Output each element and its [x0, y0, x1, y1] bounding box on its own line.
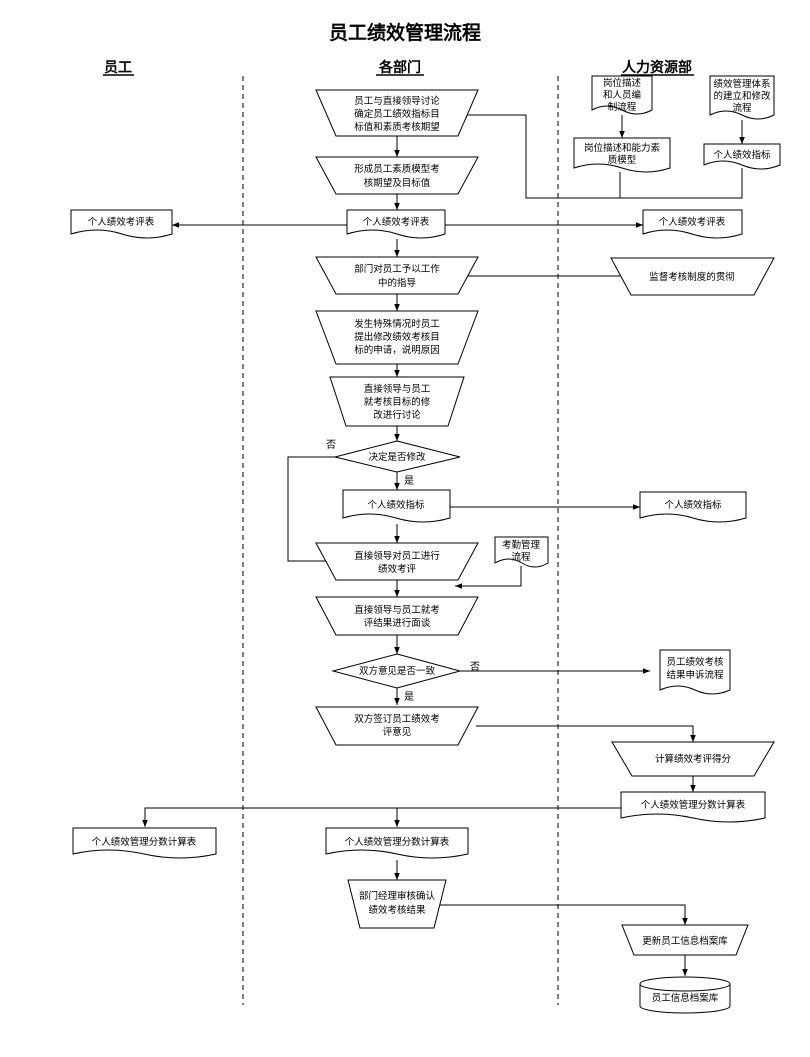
node-att [494, 536, 549, 568]
edge-hr-feedback-n1 [460, 115, 743, 199]
node-n4 [315, 256, 479, 295]
node-hr-a2-line2: 质模型 [608, 154, 637, 166]
label-yes-1: 是 [404, 475, 414, 487]
edge-n10-calc [476, 725, 696, 742]
edge-n11-upd [440, 904, 688, 925]
page-title: 员工绩效管理流程 [329, 21, 481, 44]
node-n1-line2: 确定员工绩效指标目 [354, 108, 440, 120]
node-hr-a1 [591, 75, 653, 115]
node-n8-line1: 直接领导对员工进行 [354, 550, 440, 562]
node-n7 [342, 489, 451, 523]
node-score-emp-line1: 个人绩效管理分数计算表 [92, 836, 197, 848]
node-hr-a1-line1: 岗位描述 [603, 77, 642, 89]
node-upd [621, 924, 749, 956]
node-hr-b1-line3: 流程 [732, 102, 752, 114]
node-d2 [331, 653, 462, 689]
node-hr-b2-line1: 个人绩效指标 [713, 149, 771, 161]
node-att-line2: 流程 [511, 551, 531, 563]
node-n10-line1: 双方签订员工绩效考 [354, 713, 440, 725]
node-d1-line1: 决定是否修改 [368, 451, 426, 463]
node-n10 [315, 706, 479, 746]
node-appeal [659, 649, 731, 695]
node-d2-line1: 双方意见是否一致 [359, 665, 436, 677]
node-n8 [315, 542, 479, 581]
node-n6-line1: 直接领导与员工 [364, 383, 431, 395]
node-n9-line2: 评结果进行面谈 [364, 617, 431, 629]
node-n2-line2: 核期望及目标值 [364, 177, 431, 189]
node-n2 [315, 156, 479, 195]
node-att-line1: 考勤管理 [502, 539, 541, 551]
node-hr-b1 [709, 75, 775, 120]
node-n6-line2: 就考核目标的修 [364, 396, 431, 408]
label-yes-2: 是 [404, 691, 414, 703]
node-n9-line1: 直接领导与员工就考 [354, 604, 440, 616]
node-score-emp [72, 827, 217, 859]
node-n4-line2: 中的指导 [378, 277, 416, 289]
edge-d1-no-n8 [287, 456, 335, 564]
node-hr-sup [610, 257, 775, 296]
node-appeal-line2: 结果申诉流程 [666, 669, 724, 681]
node-db-line1: 员工信息档案库 [652, 992, 719, 1004]
node-hr-b1-line1: 绩效管理体系 [713, 78, 770, 90]
node-hr-a2-line1: 岗位描述和能力素 [584, 142, 661, 154]
node-n1-line3: 标值和素质考核期望 [354, 121, 440, 133]
node-d1 [334, 440, 461, 473]
node-n5 [315, 310, 479, 365]
lane-header-employee: 员工 [104, 60, 132, 76]
node-score-dept [325, 827, 469, 859]
node-n7-hr [639, 491, 747, 523]
edge-att-n8 [455, 566, 522, 589]
node-n11-line2: 绩效考核结果 [368, 904, 426, 916]
node-n7-hr-line1: 个人绩效指标 [664, 499, 722, 511]
node-n9 [315, 596, 479, 636]
node-hr-b1-line2: 的建立和修改 [713, 90, 771, 102]
node-n3-emp [70, 209, 173, 239]
node-upd-line1: 更新员工信息档案库 [642, 935, 728, 947]
node-n3-emp-line1: 个人绩效考评表 [88, 216, 155, 228]
node-calc [611, 741, 775, 777]
node-n5-line1: 发生特殊情况时员工 [354, 318, 440, 330]
node-hr-a1-line3: 制流程 [608, 101, 637, 113]
node-n2-line1: 形成员工素质模型考 [354, 163, 440, 175]
node-n1 [315, 89, 479, 137]
node-n3-hr [642, 209, 743, 239]
node-n11 [347, 879, 447, 929]
node-n5-line3: 标的申请，说明原因 [354, 344, 440, 356]
node-n3-line1: 个人绩效考评表 [363, 216, 430, 228]
label-no-1: 否 [326, 439, 336, 451]
lane-header-department: 各部门 [378, 59, 421, 76]
node-n3-hr-line1: 个人绩效考评表 [659, 216, 726, 228]
node-n7-line1: 个人绩效指标 [367, 499, 425, 511]
label-no-2: 否 [470, 661, 480, 673]
node-n3 [346, 209, 446, 239]
node-n8-line2: 绩效考评 [378, 563, 417, 575]
node-n11-line1: 部门经理审核确认 [359, 890, 436, 902]
node-n6 [329, 376, 465, 427]
node-n10-line2: 评意见 [383, 726, 412, 738]
node-hr-b2 [703, 143, 781, 170]
node-n1-line1: 员工与直接领导讨论 [354, 95, 440, 107]
node-score [620, 791, 766, 823]
node-db [639, 976, 731, 1014]
edge-score-emp [142, 807, 621, 827]
node-calc-line1: 计算绩效考评得分 [655, 753, 732, 765]
node-hr-sup-line1: 监督考核制度的贯彻 [649, 271, 735, 283]
node-n4-line1: 部门对员工予以工作 [354, 263, 440, 275]
node-n5-line2: 提出修改绩效考核目 [354, 331, 440, 343]
lane-header-hr: 人力资源部 [622, 59, 692, 76]
node-n6-line3: 改进行讨论 [373, 409, 421, 421]
node-hr-a1-line2: 和人员编 [603, 89, 641, 101]
node-hr-a2 [573, 137, 671, 173]
node-appeal-line1: 员工绩效考核 [666, 656, 724, 668]
node-score-dept-line1: 个人绩效管理分数计算表 [345, 836, 450, 848]
node-db-rim [639, 983, 731, 992]
node-score-line1: 个人绩效管理分数计算表 [641, 799, 746, 811]
